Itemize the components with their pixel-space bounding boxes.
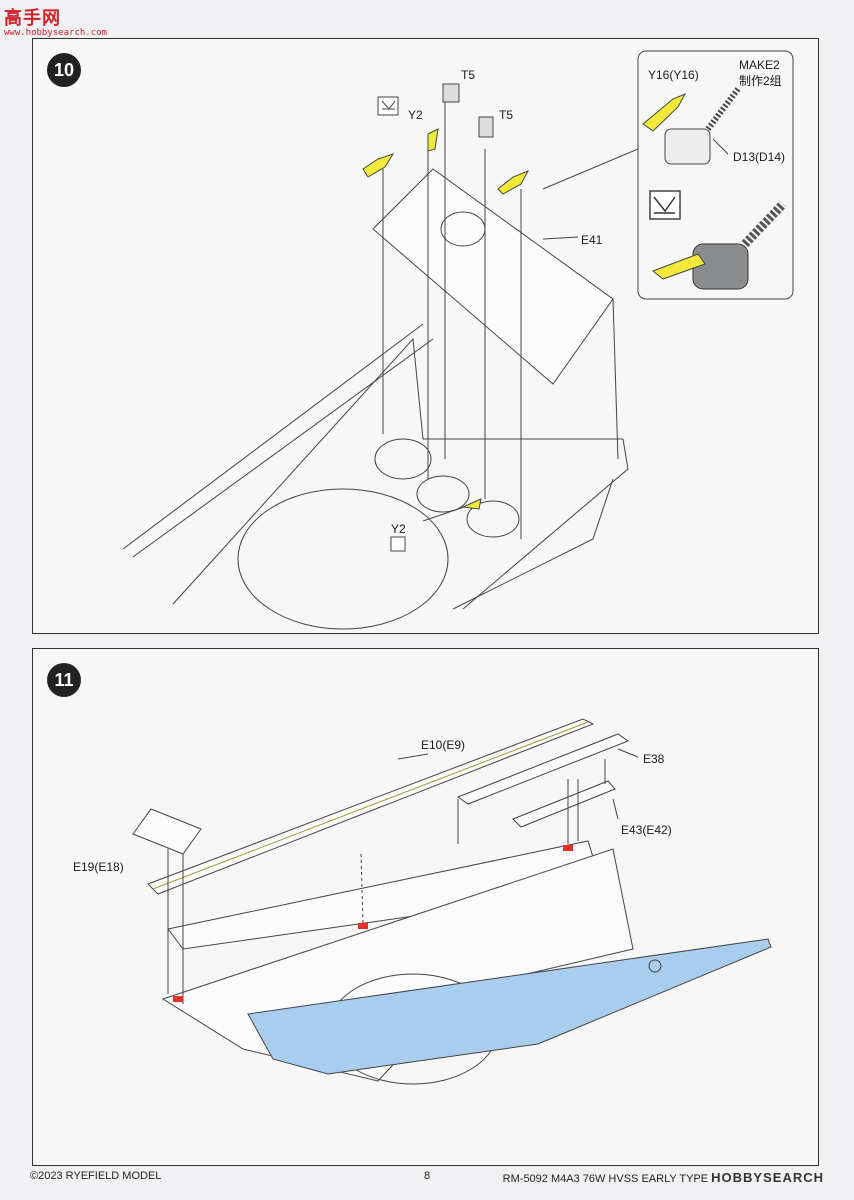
step-10-badge: 10 <box>47 53 81 87</box>
watermark-url: www.hobbysearch.com <box>4 28 107 38</box>
part-y2-bottom <box>461 498 482 510</box>
hull-right-edge <box>462 438 629 610</box>
footer-page-number: 8 <box>423 1170 431 1182</box>
glue-mark-2 <box>563 845 573 851</box>
e10-leader <box>397 753 429 760</box>
hatch-2 <box>416 475 470 513</box>
part-handle-right <box>497 170 530 195</box>
footer-product-code: RM-5092 M4A3 76W HVSS EARLY TYPE <box>502 1173 709 1185</box>
label-e38: E38 <box>643 752 665 766</box>
footer-copyright: ©2023 RYEFIELD MODEL <box>30 1170 162 1182</box>
plate-e41 <box>372 168 614 385</box>
hint-icon-bottom <box>390 536 406 552</box>
d13-leader <box>712 138 729 155</box>
hull-right-lower <box>452 478 614 610</box>
step-10-drawing: T5 Y2 T5 E41 Y2 MAKE2 制作2组 Y16(Y16) D13(… <box>122 50 794 630</box>
step-10-panel: 10 <box>32 38 819 634</box>
part-handle-left <box>362 153 395 178</box>
label-e19: E19(E18) <box>73 860 124 874</box>
part-blue-fender <box>247 938 772 1075</box>
hull-left-edge-inner <box>132 338 434 558</box>
step-11-panel: 11 <box>32 648 819 1166</box>
fender-hole <box>648 959 662 973</box>
hull-frame <box>172 337 623 605</box>
footer-product: RM-5092 M4A3 76W HVSS EARLY TYPE HOBBYSE… <box>503 1170 824 1185</box>
label-e43: E43(E42) <box>621 823 672 837</box>
label-e10: E10(E9) <box>421 738 465 752</box>
glue-mark-3 <box>173 996 183 1002</box>
glue-mark-1 <box>358 923 368 929</box>
part-e10-glue-line <box>152 721 589 890</box>
part-e19 <box>132 808 202 855</box>
e38-leader <box>617 748 639 758</box>
label-t5-right: T5 <box>499 108 513 122</box>
parts-step10 <box>362 83 787 552</box>
arrow-6 <box>612 298 619 460</box>
part-e38 <box>456 733 630 805</box>
label-make2: MAKE2 <box>739 58 780 72</box>
part-d13-large <box>692 243 749 290</box>
e43-leader <box>612 798 619 820</box>
label-e41: E41 <box>581 233 603 247</box>
e41-leader <box>542 236 579 240</box>
hint-icon-callout <box>649 190 681 220</box>
part-y16 <box>642 92 687 132</box>
label-y2-top: Y2 <box>408 108 423 122</box>
label-y2-bottom: Y2 <box>391 522 406 536</box>
turret-ring <box>237 488 449 630</box>
hatch-1 <box>374 438 432 480</box>
step-11-drawing: E10(E9) E38 E43(E42) E19(E18) <box>73 718 772 1085</box>
hull-left-edge <box>122 323 424 550</box>
make2-callout <box>637 50 794 300</box>
step-11-badge: 11 <box>47 663 81 697</box>
part-t5-top <box>442 83 460 103</box>
part-y2-top <box>427 128 439 152</box>
spring-large <box>741 200 787 248</box>
watermark-text: 高手网 <box>4 8 61 29</box>
hobbysearch-watermark: HOBBYSEARCH <box>711 1170 824 1185</box>
hint-icon-top <box>377 96 399 116</box>
part-y16-large <box>652 253 706 280</box>
spring-small <box>705 87 741 131</box>
part-d13-small <box>664 128 711 165</box>
label-t5-top: T5 <box>461 68 475 82</box>
part-t5-right <box>478 116 494 138</box>
part-e43 <box>512 780 616 828</box>
callout-leader <box>542 148 639 190</box>
label-y16: Y16(Y16) <box>648 68 699 82</box>
hatch-3 <box>466 500 520 538</box>
label-d13: D13(D14) <box>733 150 785 164</box>
label-make2-cn: 制作2组 <box>739 74 782 88</box>
watermark-logo: 高手网 www.hobbysearch.com <box>4 4 107 38</box>
